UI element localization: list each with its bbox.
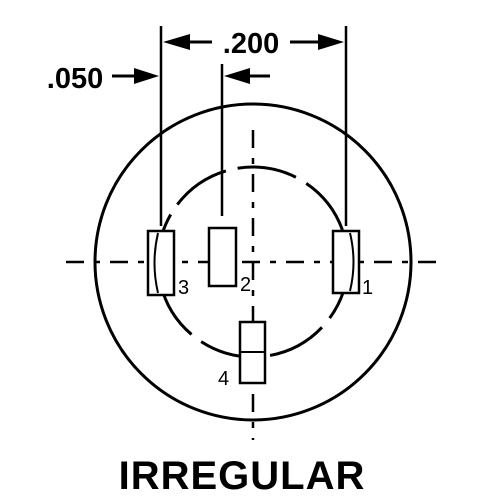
pin-2-contact <box>207 226 238 288</box>
keying-caption: IRREGULAR <box>118 454 366 498</box>
dimension-200-label: .200 <box>223 28 279 60</box>
pin-2-label: 2 <box>240 274 251 296</box>
pin-3-label: 3 <box>178 277 189 299</box>
pin-4-label: 4 <box>218 368 229 390</box>
pin-1-label: 1 <box>362 277 373 299</box>
dimension-200-arrows <box>163 34 344 50</box>
dimension-050-label: .050 <box>47 63 103 95</box>
dimension-050-arrows <box>112 68 270 84</box>
pin-1-contact <box>331 229 361 295</box>
pin-4-contact <box>238 320 267 385</box>
pin-3-contact <box>146 229 176 297</box>
